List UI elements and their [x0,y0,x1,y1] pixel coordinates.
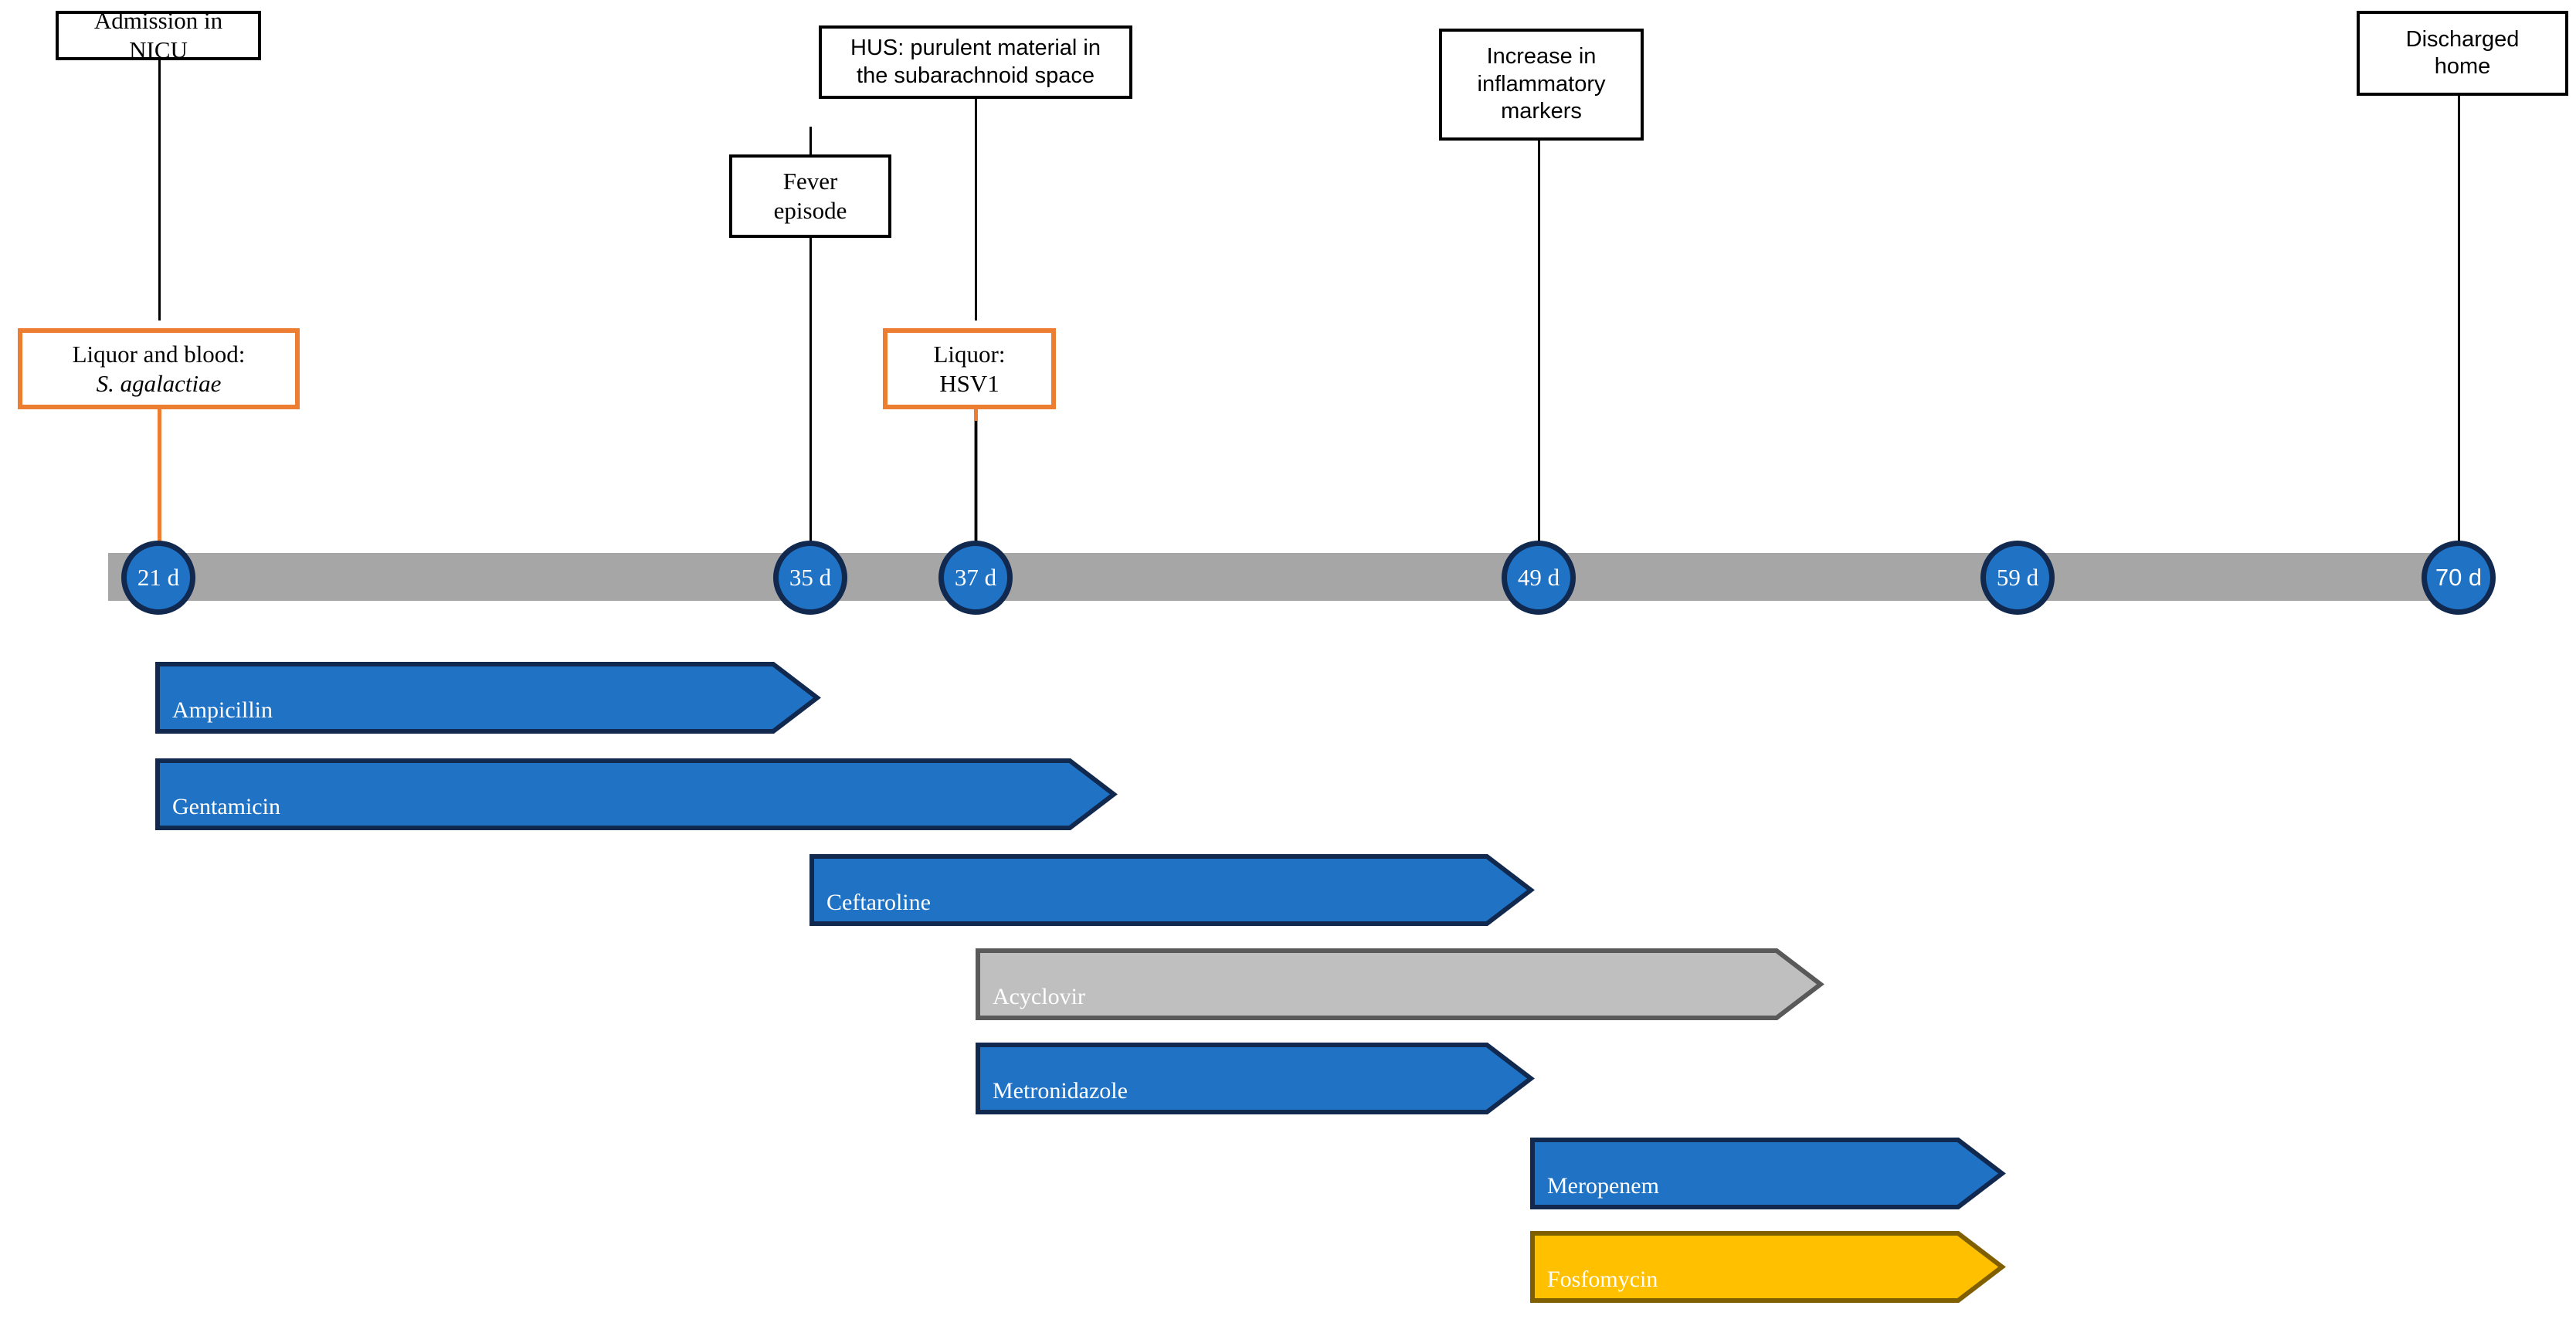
event-box-inflammatory-markers[interactable]: Increase in inflammatory markers [1439,29,1644,141]
event-line: Admission in [93,7,223,35]
event-line-italic: S. agalactiae [96,369,222,397]
chevron-shape-icon [1530,1138,2006,1209]
connector-fever-to-node-35d [809,127,812,567]
event-line: Discharged [2405,26,2520,52]
chevron-shape-icon [155,662,821,734]
therapy-bar-ampicillin[interactable]: Ampicillin [155,662,821,734]
therapy-bar-metronidazole[interactable]: Metronidazole [976,1043,1535,1114]
connector-hus-to-culture2 [975,71,977,320]
event-line: markers [1501,99,1582,124]
event-line: inflammatory [1477,71,1606,97]
chevron-shape-icon [155,758,1118,830]
therapy-bar-fosfomycin[interactable]: Fosfomycin [1530,1231,2006,1303]
event-box-hus[interactable]: HUS: purulent material in the subarachno… [819,25,1132,99]
therapy-bar-gentamicin[interactable]: Gentamicin [155,758,1118,830]
node-label: 49 d [1517,564,1560,591]
timeline-node-59d[interactable]: 59 d [1980,541,2055,615]
timeline-node-49d[interactable]: 49 d [1502,541,1576,615]
connector-admission-to-culture1 [158,60,161,320]
node-label: 21 d [137,564,180,591]
event-line: Fever [782,168,838,195]
event-line: home [2434,54,2491,79]
chevron-shape-icon [976,1043,1535,1114]
event-line: NICU [129,36,188,63]
event-line: HSV1 [939,369,1000,397]
event-box-fever[interactable]: Fever episode [729,154,891,238]
connector-inflammatory-to-node-49d [1538,77,1540,565]
event-box-discharged-home[interactable]: Discharged home [2357,11,2568,96]
chevron-shape-icon [976,948,1824,1020]
node-label: 70 d [2435,564,2483,591]
event-box-liquor-hsv1[interactable]: Liquor: HSV1 [883,328,1056,409]
timeline-node-37d[interactable]: 37 d [938,541,1013,615]
timeline-node-70d[interactable]: 70 d [2422,541,2496,615]
therapy-bar-acyclovir[interactable]: Acyclovir [976,948,1824,1020]
event-box-liquor-blood-culture[interactable]: Liquor and blood: S. agalactiae [18,328,300,409]
connector-culture1-to-node-21d [158,409,161,561]
event-line: Liquor and blood: [72,340,246,368]
event-line: Liquor: [933,340,1006,368]
node-label: 37 d [954,564,997,591]
node-label: 35 d [789,564,832,591]
event-box-admission[interactable]: Admission in NICU [56,7,261,63]
timeline-node-35d[interactable]: 35 d [773,541,847,615]
event-line: episode [773,197,847,224]
node-label: 59 d [1996,564,2039,591]
event-line: Increase in [1486,44,1597,70]
therapy-bar-ceftaroline[interactable]: Ceftaroline [809,854,1535,926]
therapy-bar-meropenem[interactable]: Meropenem [1530,1138,2006,1209]
event-line: HUS: purulent material in [850,36,1101,61]
timeline-node-21d[interactable]: 21 d [121,541,195,615]
event-line: the subarachnoid space [857,63,1095,88]
chevron-shape-icon [809,854,1535,926]
timeline-bar [108,553,2456,601]
chevron-shape-icon [1530,1231,2006,1303]
connector-discharge-to-node-70d [2458,59,2460,565]
connector-culture2-inner-line [975,421,977,564]
